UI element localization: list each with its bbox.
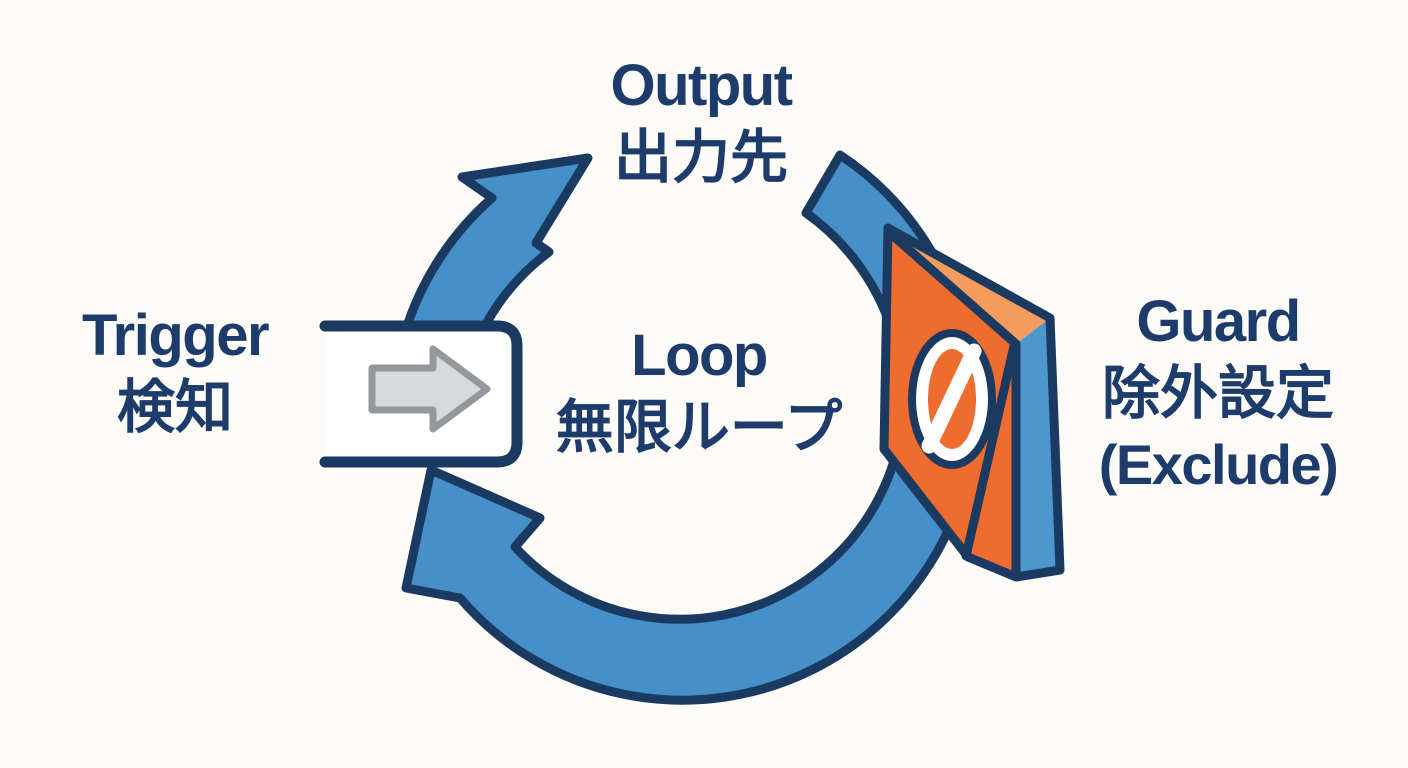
guard-label-ja: 除外設定 (1101, 360, 1334, 426)
loop-arc-bottom-arrow (401, 337, 980, 705)
output-label-en: Output (610, 53, 793, 118)
output-label-ja: 出力先 (613, 124, 788, 190)
output-label: Output 出力先 (610, 53, 793, 190)
loop-label-ja: 無限ループ (555, 394, 843, 460)
trigger-label-en: Trigger (81, 303, 270, 368)
guard-label-en: Guard (1136, 289, 1301, 354)
guard-block-outline (879, 223, 1065, 582)
loop-label-en: Loop (631, 323, 768, 388)
guard-label-note: (Exclude) (1098, 432, 1339, 496)
trigger-label-ja: 検知 (116, 374, 234, 440)
trigger-label: Trigger 検知 (81, 303, 270, 440)
right-arrow-icon (368, 345, 491, 433)
prohibition-icon-slash (921, 343, 982, 454)
trigger-box (319, 320, 523, 468)
guard-label: Guard 除外設定 (Exclude) (1098, 289, 1339, 496)
guard-block-top-bevel (888, 228, 1050, 344)
guard-block (879, 223, 1065, 582)
prohibition-icon (908, 329, 996, 469)
loop-label: Loop 無限ループ (556, 324, 843, 460)
